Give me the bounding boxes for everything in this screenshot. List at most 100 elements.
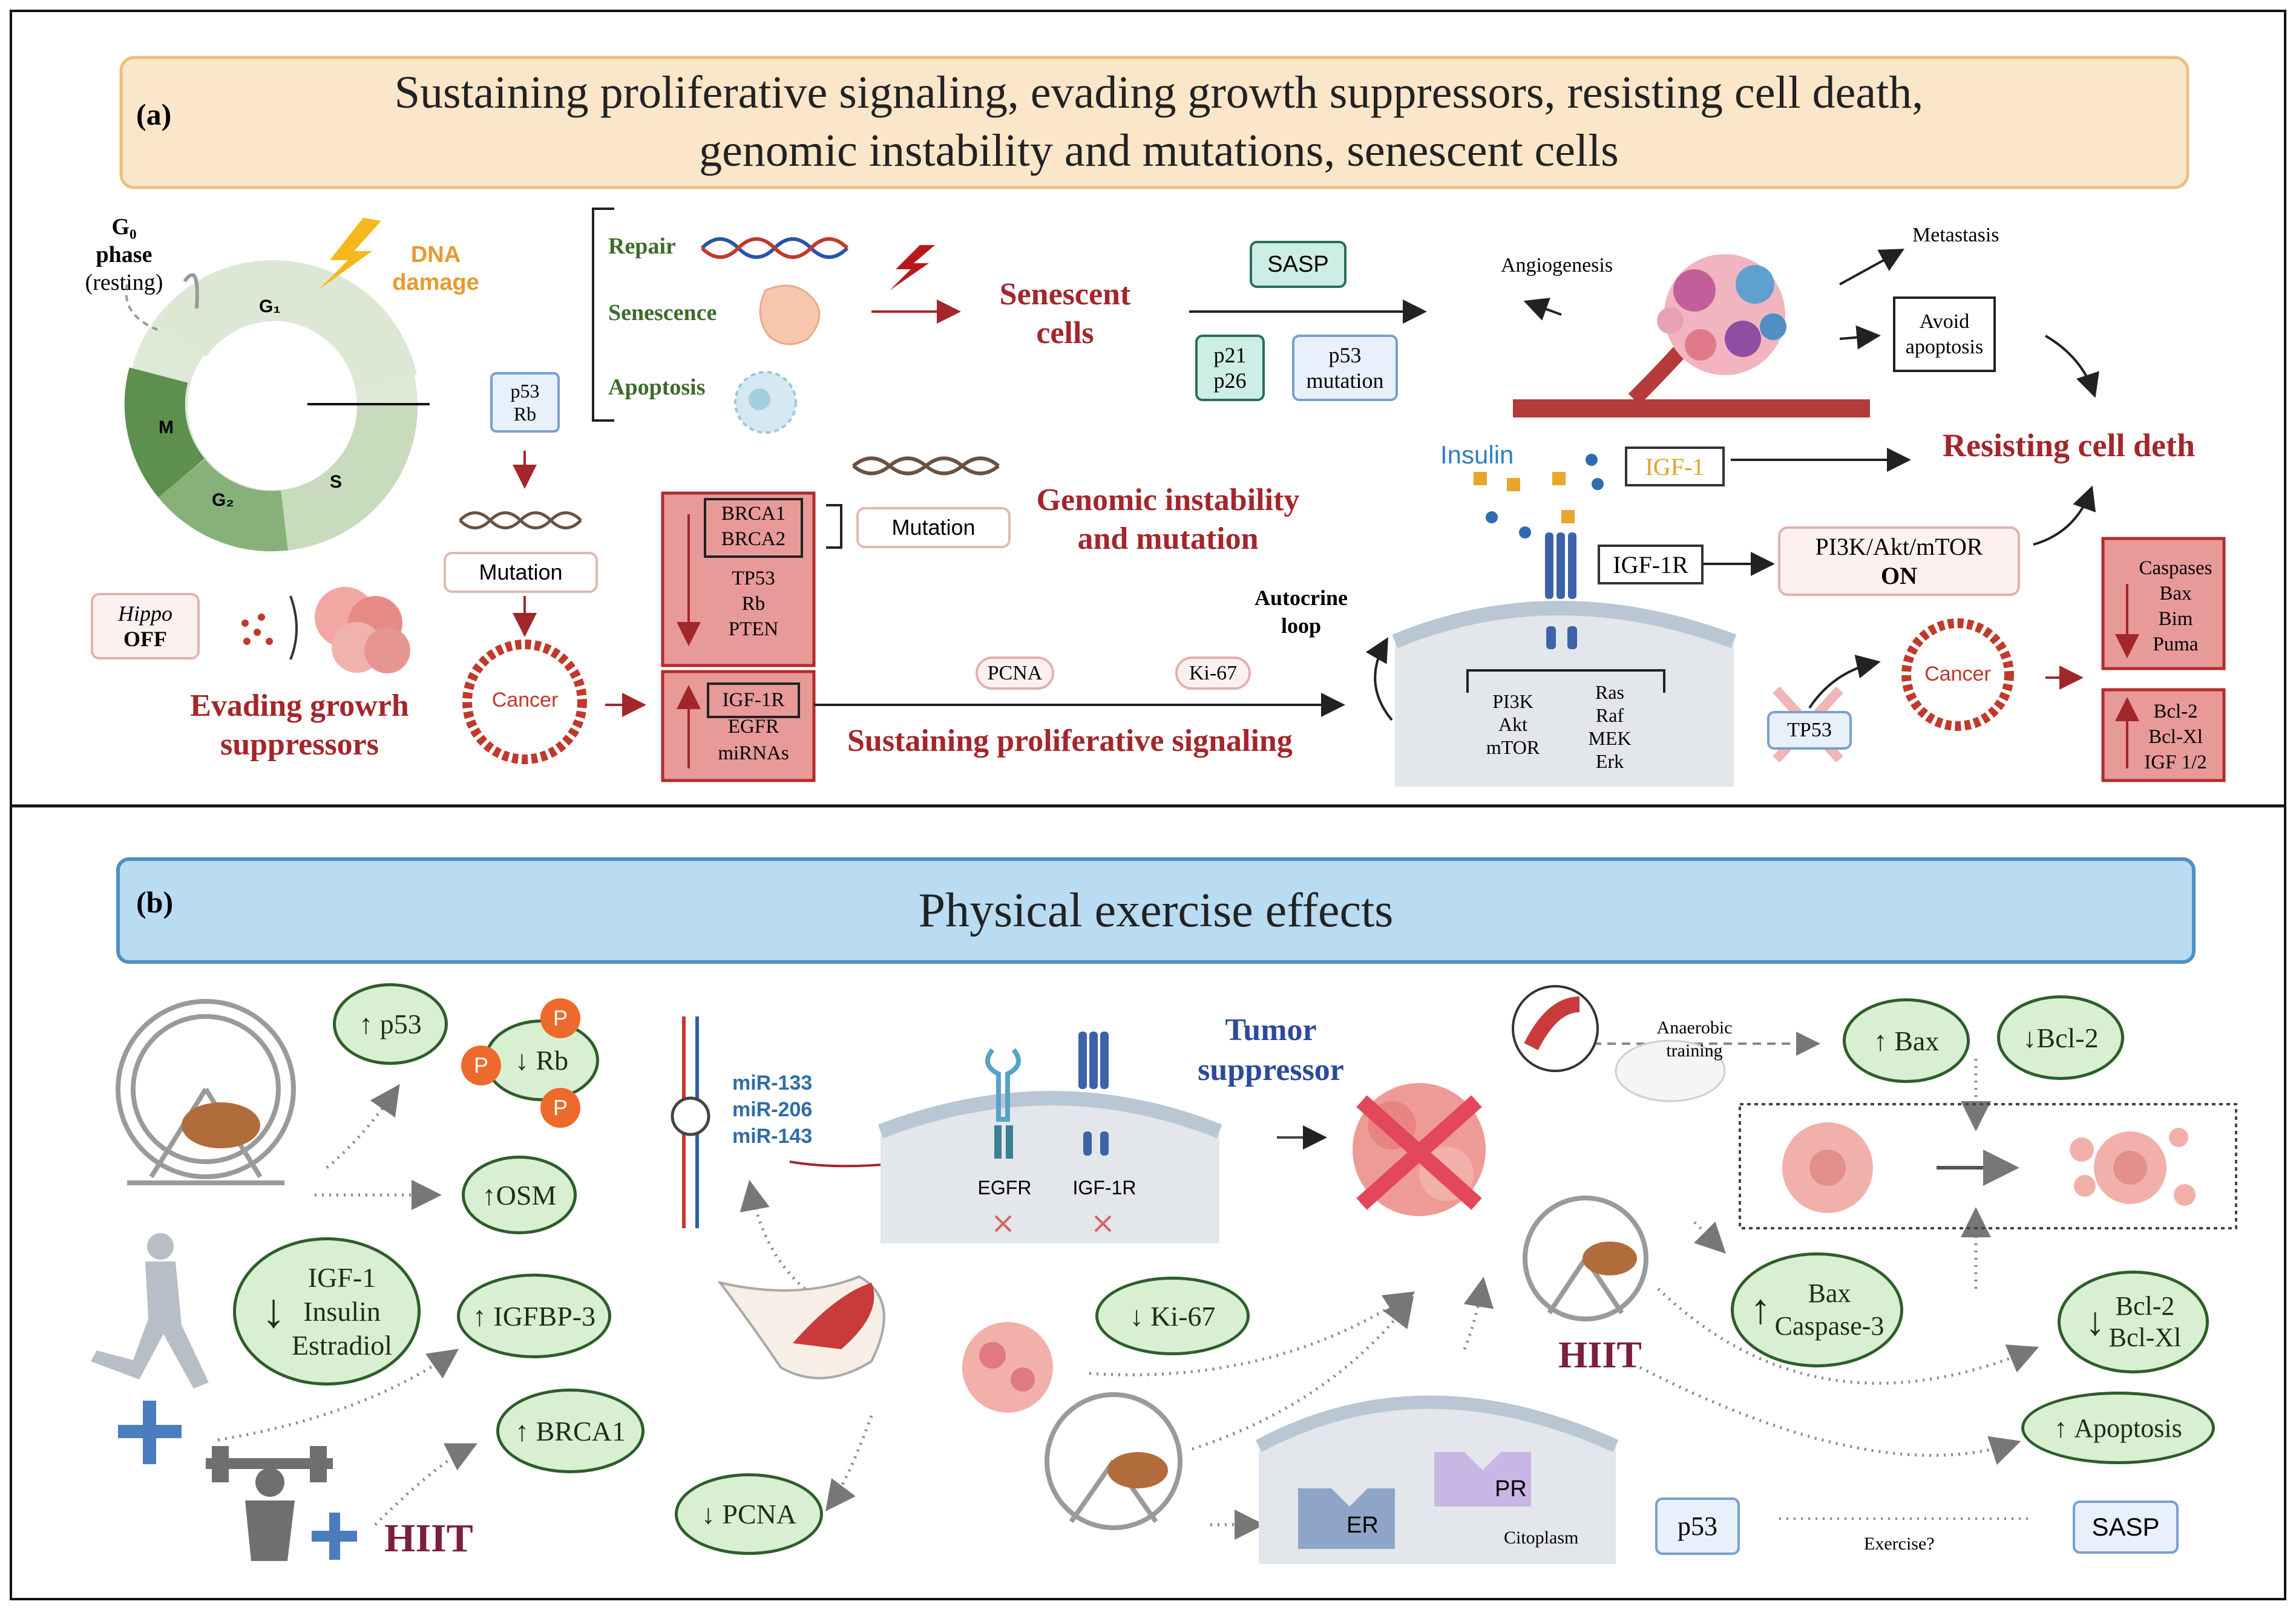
up-arrow-icon: ↑ [1873,1025,1895,1056]
autocrine-line1: Autocrine [1255,586,1348,610]
mirnas-label-box: miRNAs [718,742,789,764]
pi3k-on-line2: ON [1881,561,1917,589]
hiit-label-right: HIIT [1558,1335,1642,1376]
runner-icon [91,1233,209,1389]
igf1r-label-box: IGF-1R [722,689,785,711]
down-arrow-icon: ↓ [514,1045,536,1076]
autocrine-line2: loop [1281,614,1322,638]
sustaining-label: Sustaining proliferative signaling [847,724,1293,758]
p53-rb-line2: Rb [513,403,537,425]
off-line: OFF [123,627,167,651]
dna-damage-line1: DNA [410,242,461,267]
avoid-line1: Avoid [1919,310,1970,333]
senescent-line1: Senescent [999,277,1131,312]
phospho-icon: P [540,1088,580,1128]
sasp-box-b: SASP [2073,1500,2179,1554]
p53-up-label: p53 [379,1009,422,1039]
apoptosis-label-b: Apoptosis [2074,1413,2182,1443]
egfr-receptor-icon [985,1048,1021,1159]
down-arrow-icon: ↓ [2085,1300,2105,1344]
osm-up-label: OSM [496,1179,557,1211]
pcna-down-oval: ↓ PCNA [675,1473,823,1555]
fate-senescence: Senescence [608,300,717,326]
up-arrow-icon: ↑ [515,1415,536,1447]
rb-down-label: Rb [536,1045,569,1076]
citoplasm-label: Citoplasm [1504,1528,1579,1548]
g0-phase: phase [96,242,153,267]
caspase3-line: Caspase-3 [1774,1311,1884,1341]
igf1-box: IGF-1 [1625,447,1725,486]
erk-label: Erk [1595,750,1624,772]
igf12-label: IGF 1/2 [2144,751,2207,773]
angiogenesis-label: Angiogenesis [1501,254,1613,277]
mutated-dna-icon [459,511,582,529]
genomic-line2: and mutation [1077,522,1259,556]
bclxl-label-a: Bcl-Xl [2148,726,2203,748]
up-arrow-icon: ↑ [482,1179,496,1211]
down-arrow-icon: ↓ [2022,1022,2037,1053]
phase-g1: G₁ [259,296,281,316]
bcl2-label-b: Bcl-2 [2036,1022,2099,1053]
down-arrow-icon: ↓ [701,1499,723,1530]
p53-up-oval: ↑ p53 [333,983,448,1065]
mirna-labels: miR-133 miR-206 miR-143 [732,1070,812,1150]
insulin-label-b: Insulin [303,1295,381,1327]
brca1-label: BRCA1 [721,503,786,525]
pi3k-label: PI3K [1492,690,1533,712]
g0-resting: (resting) [85,270,163,295]
bcl-group-labels: Bcl-2 Bcl-Xl [2109,1291,2182,1353]
osm-up-oval: ↑OSM [462,1156,577,1234]
tumor-line2: suppressor [1198,1053,1344,1087]
up-arrow-icon: ↑ [359,1009,380,1039]
anaerobic-label: Anaerobic training [1640,1016,1749,1062]
tp53-box: TP53 [1767,711,1852,750]
panel-a-title-line2: genomic instability and mutations, senes… [699,125,1619,176]
anti-apoptotic-labels: Bcl-2 Bcl-Xl IGF 1/2 [2136,699,2215,775]
bax-line: Bax [1808,1278,1851,1308]
evading-line2: suppressors [220,727,379,762]
p21-line: p21 [1213,343,1247,367]
pathway-right: Ras Raf MEK Erk [1573,681,1646,773]
igfbp3-up-oval: ↑ IGFBP-3 [457,1274,611,1358]
mirna-hairpin-icon [671,1016,710,1228]
mir133-label: miR-133 [732,1072,813,1095]
er-label: ER [1346,1513,1379,1538]
up-arrow-icon: ↑ [472,1300,494,1332]
sasp-box: SASP [1250,241,1346,288]
p53-rb-box: p53 Rb [490,372,560,433]
up-arrow-icon: ↑ [2054,1413,2075,1443]
bax-label-b: Bax [1894,1025,1940,1056]
p53-mutation-line1: p53 [1328,343,1362,367]
phospho-icon: P [461,1046,501,1085]
tumor-cluster-icon [315,587,410,673]
bcl-group-down-oval: ↓ Bcl-2 Bcl-Xl [2058,1271,2209,1373]
p26-line: p26 [1213,368,1247,393]
ras-label: Ras [1595,681,1624,703]
apoptosis-up-oval: ↑ Apoptosis [2021,1392,2215,1464]
avoid-apoptosis-box: Avoid apoptosis [1893,296,1996,372]
igf-group-labels: IGF-1 Insulin Estradiol [292,1261,392,1363]
dna-helix-icon [700,237,849,259]
hippo-off-box: Hippo OFF [91,593,200,659]
tumor-suppressor-label: Tumor suppressor [1186,1010,1356,1090]
down-arrow-icon: ↓ [1129,1300,1151,1332]
pcna-pill: PCNA [976,656,1054,690]
dna-damage-line2: damage [392,270,479,295]
raf-label: Raf [1595,704,1624,726]
insulin-label: Insulin [1440,440,1514,469]
igf-down-oval: ↓ IGF-1 Insulin Estradiol [233,1237,421,1386]
exercise-question-label: Exercise? [1864,1534,1935,1554]
metastasis-label: Metastasis [1912,224,1999,246]
rb-down-oval: ↓ Rb [484,1019,599,1101]
pcna-label-b: PCNA [722,1499,797,1530]
p53-box-b: p53 [1655,1497,1740,1555]
evading-line1: Evading growrh [190,689,409,723]
phase-s: S [330,472,343,492]
g0-label: G₀ phase (resting) [79,213,169,296]
mutation-box-mid: Mutation [856,507,1011,548]
ki67-label-b: Ki-67 [1150,1300,1216,1332]
resisting-label: Resisting cell deth [1943,427,2195,463]
bax-caspase-up-oval: ↑ Bax Caspase-3 [1731,1252,1903,1367]
phase-m: M [159,417,174,437]
panel-a-label: (a) [136,97,172,131]
